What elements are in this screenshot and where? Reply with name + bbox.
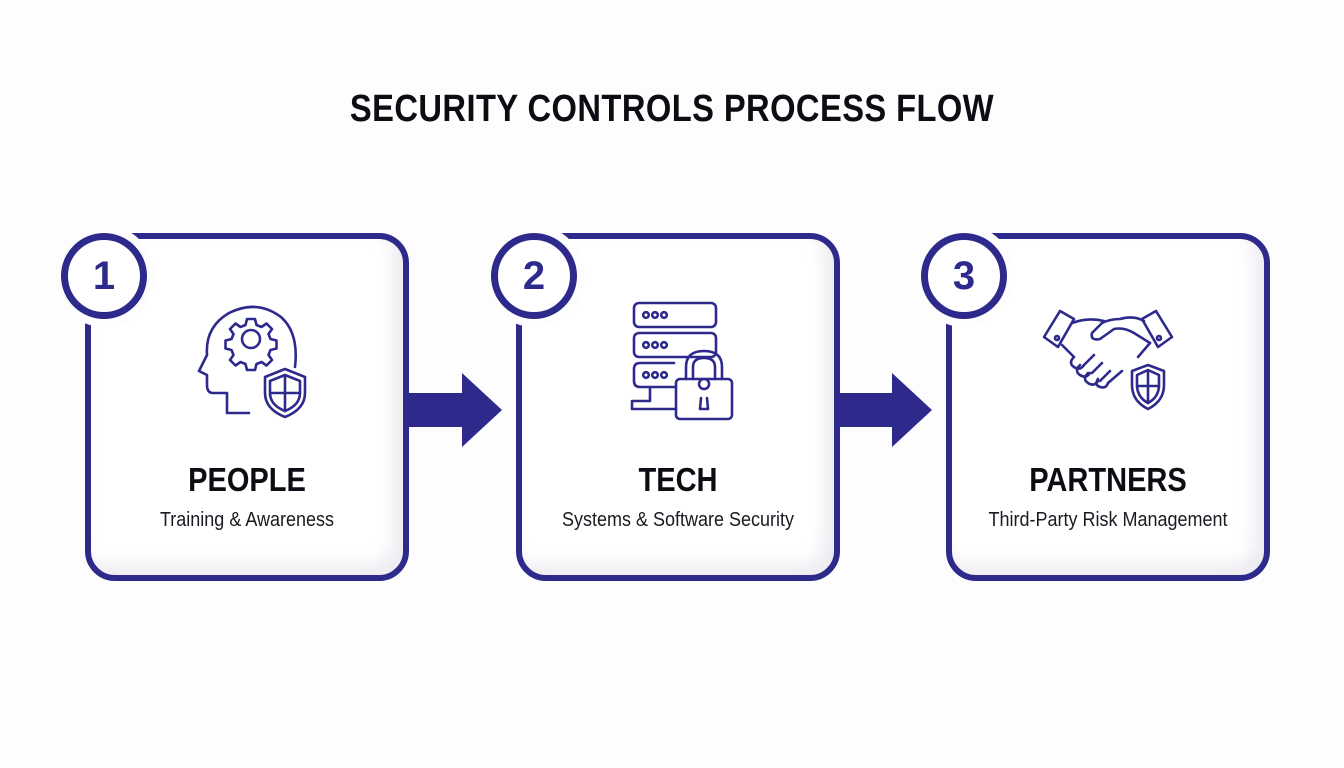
step-number-badge: 1	[61, 233, 147, 319]
step-title: TECH	[638, 461, 718, 498]
step-number-badge: 3	[921, 233, 1007, 319]
step-subtitle: Systems & Software Security	[561, 509, 795, 531]
step-subtitle: Training & Awareness	[159, 509, 335, 531]
step-number-badge: 2	[491, 233, 577, 319]
step-title: PARTNERS	[1029, 461, 1187, 498]
step-card-people: PEOPLE Training & Awareness	[85, 233, 409, 581]
handshake-shield-icon	[1038, 297, 1178, 427]
step-title: PEOPLE	[188, 461, 306, 498]
step-subtitle: Third-Party Risk Management	[988, 509, 1228, 531]
diagram-title: SECURITY CONTROLS PROCESS FLOW	[349, 88, 995, 130]
arrow-right-icon	[404, 373, 502, 447]
arrow-right-icon	[834, 373, 932, 447]
server-lock-icon	[608, 297, 748, 427]
head-gear-shield-icon	[177, 297, 317, 427]
